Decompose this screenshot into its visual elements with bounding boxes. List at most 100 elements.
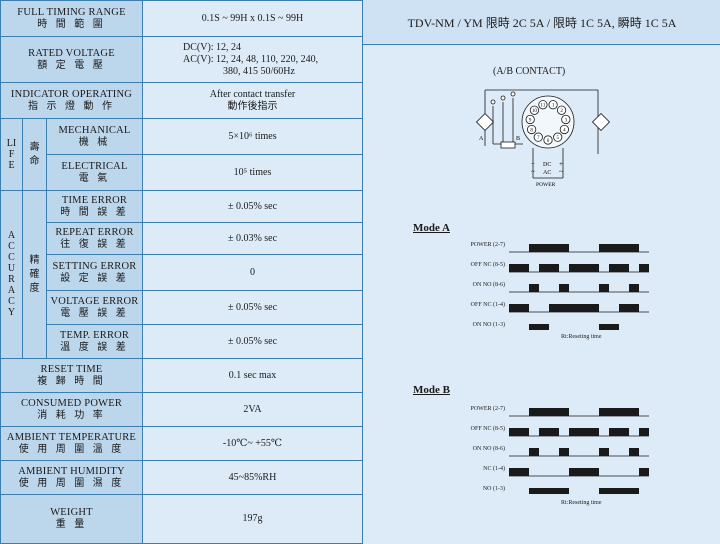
timing-pulse xyxy=(529,324,549,330)
mode-b-title: Mode B xyxy=(413,384,450,396)
timing-label: POWER (2-7) xyxy=(470,406,506,412)
contact-label: (A/B CONTACT) xyxy=(493,66,566,77)
timing-label: ON NO (8-6) xyxy=(472,282,505,288)
timing-label: ON NO (8-6) xyxy=(472,446,505,452)
timing-range-value: 0.1S ~ 99H x 0.1S ~ 99H xyxy=(142,0,363,37)
wire-power: POWER xyxy=(536,182,556,188)
timing-pulse xyxy=(599,488,639,494)
pin-9 xyxy=(525,114,535,125)
life-group-en: LIFE xyxy=(0,118,23,191)
consumed-power-value: 2VA xyxy=(142,392,363,427)
model-header: TDV-NM / YM 限時 2C 5A / 限時 1C 5A, 瞬時 1C 5… xyxy=(363,0,720,45)
timing-pulse xyxy=(569,468,599,476)
timing-pulse xyxy=(539,428,559,436)
timing-label: OFF NC (8-5) xyxy=(470,262,505,268)
timing-pulse xyxy=(569,304,599,312)
timing-label: ON NO (1-3) xyxy=(472,322,505,328)
timing-pulse xyxy=(509,264,529,272)
pin-3 xyxy=(561,114,571,125)
pin-label-9: 9 xyxy=(529,118,532,123)
pin-label-10: 10 xyxy=(532,109,538,114)
pin-label-6: 6 xyxy=(547,139,550,144)
diagram-panel: TDV-NM / YM 限時 2C 5A / 限時 1C 5A, 瞬時 1C 5… xyxy=(362,0,720,544)
timing-pulse xyxy=(599,324,619,330)
temp-error-value: ± 0.05% sec xyxy=(142,324,363,359)
timing-pulse xyxy=(549,304,569,312)
timing-pulse xyxy=(529,408,569,416)
timing-pulse xyxy=(509,304,529,312)
pin-5 xyxy=(553,132,563,142)
pin-label-3: 3 xyxy=(565,118,568,123)
ambient-humidity-value: 45~85%RH xyxy=(142,460,363,495)
timing-pulse xyxy=(609,264,629,272)
pin-label-11: 11 xyxy=(541,104,546,109)
timing-label: NC (1-4) xyxy=(483,466,505,472)
pin-label-8: 8 xyxy=(530,128,533,133)
timing-pulse xyxy=(509,468,529,476)
timing-label: OFF NC (1-4) xyxy=(470,302,505,308)
timing-pulse xyxy=(529,448,539,456)
mode-a-title: Mode A xyxy=(413,222,450,234)
wire-tilde-left: ~ xyxy=(531,168,535,176)
time-error-value: ± 0.05% sec xyxy=(142,190,363,223)
pin-1 xyxy=(548,100,558,110)
timing-pulse xyxy=(629,448,639,456)
wire-minus: − xyxy=(531,160,535,168)
wire-plus: + xyxy=(559,160,563,168)
timing-pulse xyxy=(559,448,569,456)
wire-tilde-right: ~ xyxy=(559,168,563,176)
mode-a-rt-note: Rt:Reseting time xyxy=(561,334,602,340)
setting-error-value: 0 xyxy=(142,254,363,291)
voltage-error-value: ± 0.05% sec xyxy=(142,290,363,325)
mechanical-value: 5×10⁶ times xyxy=(142,118,363,155)
pin-label-1: 1 xyxy=(552,104,555,109)
timing-pulse xyxy=(509,428,529,436)
timing-pulse xyxy=(639,264,649,272)
pin-10 xyxy=(529,105,539,115)
electrical-value: 10⁵ times xyxy=(142,154,363,191)
timing-pulse xyxy=(639,428,649,436)
pin-2 xyxy=(557,105,567,115)
timing-label: NO (1-3) xyxy=(482,486,505,492)
timing-pulse xyxy=(529,284,539,292)
accuracy-group-en: ACCURACY xyxy=(0,190,23,359)
timing-pulse xyxy=(529,488,569,494)
life-group-zh: 壽命 xyxy=(22,118,47,191)
wire-ac: AC xyxy=(543,170,551,176)
timing-label: POWER (2-7) xyxy=(470,242,506,248)
timing-label: OFF NC (8-5) xyxy=(470,426,505,432)
pin-8 xyxy=(527,124,537,135)
weight-value: 197g xyxy=(142,494,363,544)
timing-pulse xyxy=(539,264,559,272)
wire-dc: DC xyxy=(543,162,551,168)
pin-label-5: 5 xyxy=(556,136,559,141)
mode-a-timing-chart xyxy=(509,244,649,330)
ambient-temp-value: -10℃~ +55℃ xyxy=(142,426,363,461)
timing-pulse xyxy=(599,408,639,416)
timing-pulse xyxy=(629,284,639,292)
mode-b-rt-note: Rt:Reseting time xyxy=(561,500,602,506)
mode-b-timing-chart xyxy=(509,408,649,494)
timing-pulse xyxy=(599,448,609,456)
reset-time-value: 0.1 sec max xyxy=(142,358,363,393)
pin-11 xyxy=(538,100,548,110)
pin-6 xyxy=(543,135,553,145)
pin-7 xyxy=(533,132,543,142)
pin-label-2: 2 xyxy=(560,109,563,114)
